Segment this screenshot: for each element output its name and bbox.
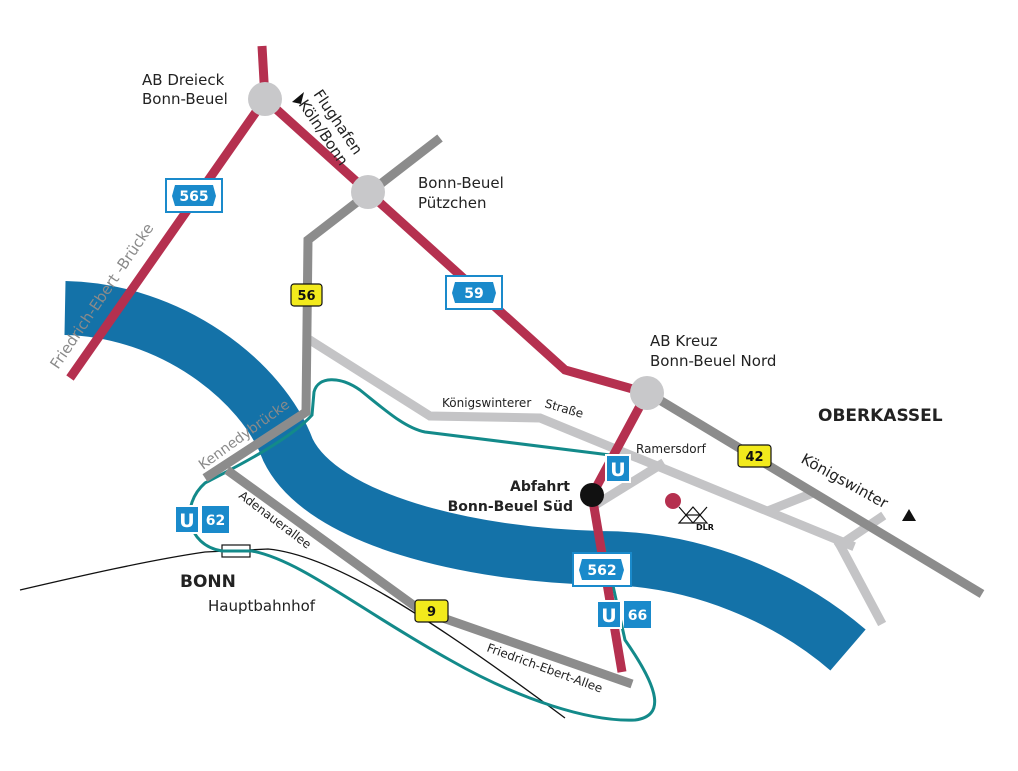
svg-text:565: 565	[179, 189, 208, 205]
svg-text:9: 9	[427, 605, 436, 620]
tram-line-62	[188, 378, 657, 722]
dlr-logo	[677, 506, 709, 524]
oberkassel-road	[833, 511, 887, 552]
a562-shield: 562	[572, 552, 632, 587]
u-bahn-sign-exit: U	[605, 454, 631, 483]
exit-node	[580, 483, 604, 507]
oberkassel-link	[764, 489, 814, 516]
koenigswinterer-label: Königswinterer	[442, 396, 531, 410]
u-66-sign: U 66	[596, 600, 651, 629]
ab-kreuz-label-2: Bonn-Beuel Nord	[650, 352, 776, 370]
svg-text:42: 42	[745, 450, 763, 465]
koenigswinter-label: Königswinter	[798, 450, 892, 513]
svg-text:562: 562	[587, 563, 616, 579]
rhine-river	[63, 281, 866, 671]
b9-shield: 9	[414, 599, 449, 623]
exit-label-1: Abfahrt	[510, 479, 570, 495]
svg-text:62: 62	[206, 513, 225, 529]
oberkassel-label: OBERKASSEL	[818, 406, 943, 426]
railway-line	[19, 548, 566, 719]
puetzchen-label-2: Pützchen	[418, 194, 487, 212]
puetzchen-node	[351, 175, 385, 209]
oberkassel-south-road	[833, 538, 887, 627]
ab-kreuz-label-1: AB Kreuz	[650, 332, 718, 350]
a565-shield: 565	[165, 178, 223, 213]
ab-dreieck-label-1: AB Dreieck	[142, 71, 225, 89]
bonn-label: BONN	[180, 572, 236, 592]
b42-shield: 42	[737, 444, 772, 468]
u-62-sign: U 62	[174, 505, 229, 534]
svg-text:U: U	[179, 510, 194, 532]
svg-text:U: U	[601, 605, 616, 627]
b42-road	[645, 389, 985, 598]
ramersdorf-road	[593, 458, 667, 509]
ab-dreieck-node	[248, 82, 282, 116]
svg-text:56: 56	[297, 289, 315, 304]
tram-lines	[188, 378, 657, 722]
koenigswinter-arrow-icon	[902, 509, 916, 521]
svg-text:59: 59	[464, 286, 483, 302]
flughafen-arrow-icon	[292, 92, 304, 104]
svg-text:66: 66	[628, 608, 647, 624]
exit-label-2: Bonn-Beuel Süd	[448, 499, 573, 515]
ab-dreieck-label-2: Bonn-Beuel	[142, 90, 228, 108]
local-roads	[306, 335, 887, 627]
a59-shield: 59	[445, 275, 503, 310]
b56-shield: 56	[290, 283, 323, 307]
dlr-location-dot	[665, 493, 681, 509]
dlr-label: DLR	[696, 523, 714, 532]
hauptbahnhof-label: Hauptbahnhof	[208, 597, 316, 615]
puetzchen-label-1: Bonn-Beuel	[418, 174, 504, 192]
koenigswinterer-strasse	[306, 335, 856, 551]
svg-text:U: U	[610, 459, 625, 481]
ramersdorf-label: Ramersdorf	[636, 442, 707, 456]
ab-kreuz-node	[630, 376, 664, 410]
